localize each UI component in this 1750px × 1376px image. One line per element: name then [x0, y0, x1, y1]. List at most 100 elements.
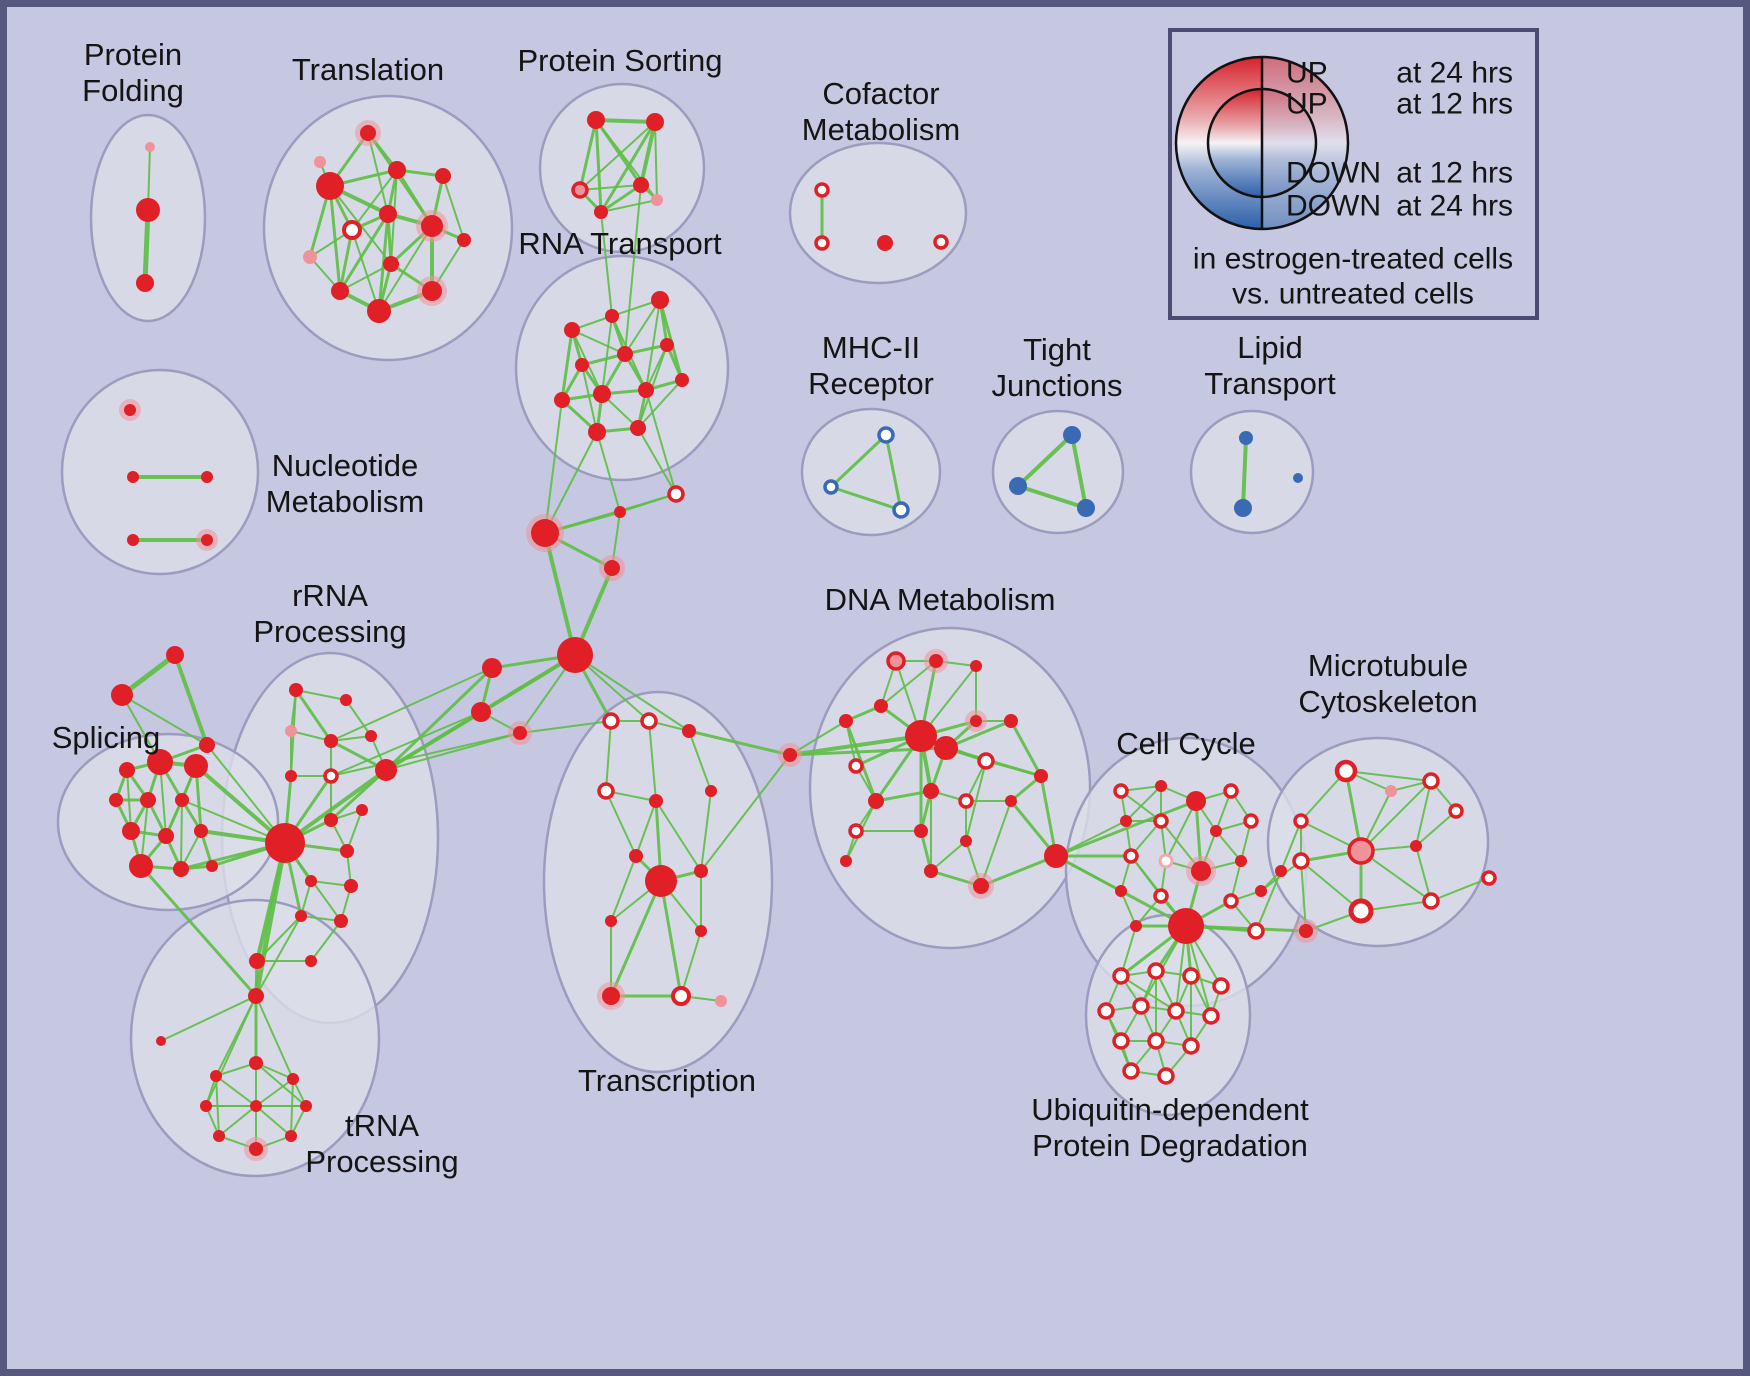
network-node [602, 987, 620, 1005]
network-edge [609, 879, 663, 998]
cluster-label-rrna-processing: rRNA [292, 578, 368, 613]
network-node [421, 215, 443, 237]
network-node [173, 861, 189, 877]
network-node [289, 683, 303, 697]
network-node [111, 684, 133, 706]
network-node [206, 860, 218, 872]
network-node [1247, 922, 1265, 940]
network-edge [1300, 860, 1362, 912]
network-edge [1016, 484, 1088, 510]
network-node [923, 783, 939, 799]
network-node [127, 471, 139, 483]
network-node [471, 702, 491, 722]
network-edge [687, 729, 792, 757]
network-node [1385, 785, 1397, 797]
network-node [249, 1056, 263, 1070]
network-edge [218, 1105, 257, 1137]
network-node [1158, 853, 1174, 869]
network-node [344, 879, 358, 893]
network-node [594, 205, 608, 219]
network-edge [605, 720, 612, 792]
network-edge [680, 930, 702, 997]
cluster-mhc-ii-receptor [800, 407, 942, 537]
network-edge [700, 754, 791, 872]
network-node [640, 712, 658, 730]
network-node [814, 182, 830, 198]
network-edge [384, 666, 494, 772]
legend-down24-time: at 24 hrs [1396, 190, 1513, 223]
network-node [695, 925, 707, 937]
cluster-tight-junctions [991, 409, 1125, 535]
network-node [1113, 783, 1129, 799]
network-edge [1215, 830, 1242, 862]
network-node [375, 759, 397, 781]
network-node [886, 651, 906, 671]
network-node [213, 1130, 225, 1142]
cluster-label-lipid-transport: Lipid [1237, 330, 1303, 365]
network-node [379, 205, 397, 223]
network-node [630, 420, 646, 436]
network-node [1292, 852, 1310, 870]
cluster-label-ubiquitin-degradation: Ubiquitin-dependent [1031, 1092, 1309, 1127]
network-edge [624, 184, 642, 355]
network-node [249, 1142, 263, 1156]
network-node [175, 793, 189, 807]
network-edge [1165, 800, 1197, 862]
network-node [249, 953, 265, 969]
network-node [874, 699, 888, 713]
network-edge [346, 809, 363, 852]
network-node [1115, 885, 1127, 897]
network-edge [571, 329, 626, 355]
network-node [250, 1100, 262, 1112]
network-edge [579, 121, 656, 191]
network-edge [255, 995, 294, 1080]
network-node [1153, 888, 1169, 904]
network-node [1299, 924, 1313, 938]
network-edge [574, 654, 690, 732]
network-edge [351, 169, 398, 231]
network-node [1448, 803, 1464, 819]
network-node [958, 793, 974, 809]
network-edge [345, 699, 372, 737]
network-node [340, 694, 352, 706]
network-edge [655, 800, 702, 872]
network-node [649, 794, 663, 808]
network-edge [874, 789, 933, 803]
network-node [305, 955, 317, 967]
network-edge [659, 879, 683, 998]
network-node [905, 720, 937, 752]
network-node [960, 835, 972, 847]
network-node [587, 111, 605, 129]
network-node [892, 501, 910, 519]
network-edge [645, 299, 661, 391]
network-node [646, 113, 664, 131]
network-edge [330, 711, 482, 777]
network-edge [1125, 785, 1162, 822]
network-node [388, 161, 406, 179]
network-node [914, 824, 928, 838]
network-edge [637, 427, 677, 495]
network-node [1275, 865, 1287, 877]
network-edge [206, 744, 286, 844]
network-node [285, 1130, 297, 1142]
cluster-label-protein-folding: Protein [84, 37, 182, 72]
network-edge [519, 720, 612, 734]
cluster-dna-metabolism [808, 626, 1092, 950]
network-node [868, 793, 884, 809]
legend-down12-dir: DOWN [1286, 157, 1381, 190]
network-node [1147, 962, 1165, 980]
network-edge [385, 732, 521, 771]
network-node [1123, 848, 1139, 864]
network-node [147, 749, 173, 775]
network-node [1481, 870, 1497, 886]
cluster-label-microtubule-cytoskeleton: Microtubule [1308, 648, 1468, 683]
network-node [1077, 499, 1095, 517]
network-node [285, 770, 297, 782]
network-edge [654, 121, 658, 201]
network-edge [1360, 780, 1432, 852]
network-edge [1039, 774, 1058, 858]
network-node [1182, 1037, 1200, 1055]
network-node [1155, 780, 1167, 792]
network-node [715, 995, 727, 1007]
network-node [127, 534, 139, 546]
